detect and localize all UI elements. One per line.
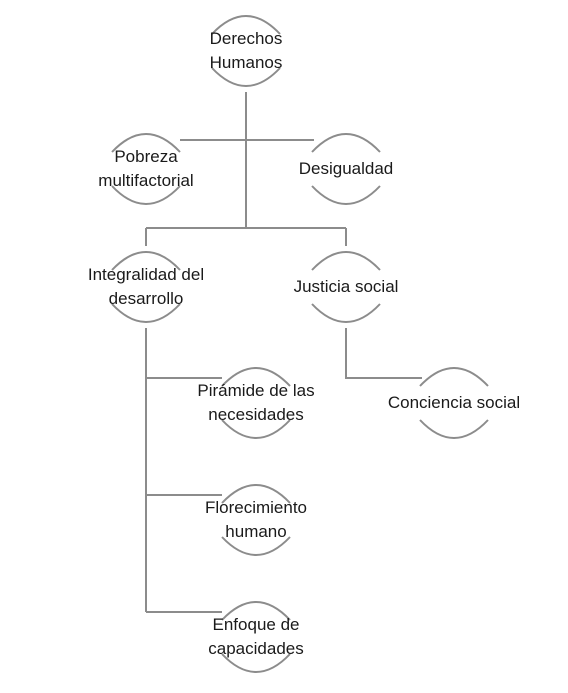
node-enfoque-label: Enfoque de capacidades <box>156 613 356 661</box>
node-piramide-line-1: Pirámide de las <box>197 381 315 400</box>
node-justicia-label: Justicia social <box>246 275 446 299</box>
node-pobreza-label: Pobreza multifactorial <box>46 145 246 193</box>
node-integralidad-bottom-arc <box>111 303 181 323</box>
node-pobreza-line-1: Pobreza <box>114 147 178 166</box>
node-pobreza-bottom-arc <box>111 185 181 205</box>
node-florecimiento-bottom-arc <box>221 536 291 556</box>
node-derechos-line-2: Humanos <box>209 53 283 72</box>
node-piramide-line-2: necesidades <box>208 405 304 424</box>
connector-justicia-conciencia <box>345 328 422 379</box>
node-arcs <box>111 15 489 673</box>
node-desigualdad-bottom-arc <box>311 185 381 205</box>
node-piramide-bottom-arc <box>221 419 291 439</box>
node-integralidad-label: Integralidad del desarrollo <box>46 263 246 311</box>
node-florecimiento-top-arc <box>221 484 291 504</box>
node-integralidad-top-arc <box>111 251 181 271</box>
node-derechos-bottom-arc <box>211 67 281 87</box>
node-integralidad-line-1: Integralidad del <box>87 265 205 284</box>
node-conciencia-line-1: Conciencia social <box>387 393 521 412</box>
node-florecimiento-line-1: Florecimiento <box>204 498 308 517</box>
node-justicia-line-1: Justicia social <box>293 277 399 296</box>
node-pobreza-line-2: multifactorial <box>98 171 194 190</box>
node-integralidad-line-2: desarrollo <box>108 289 184 308</box>
node-conciencia-bottom-arc <box>419 419 489 439</box>
node-justicia-bottom-arc <box>311 303 381 323</box>
node-desigualdad-line-1: Desigualdad <box>298 159 394 178</box>
connector-lines <box>145 92 422 613</box>
node-conciencia-label: Conciencia social <box>354 391 554 415</box>
node-enfoque-line-1: Enfoque de <box>212 615 300 634</box>
node-derechos-line-1: Derechos <box>209 29 283 48</box>
node-desigualdad-label: Desigualdad <box>246 157 446 181</box>
node-conciencia-top-arc <box>419 367 489 387</box>
node-enfoque-bottom-arc <box>221 653 291 673</box>
node-pobreza-top-arc <box>111 133 181 153</box>
node-enfoque-top-arc <box>221 601 291 621</box>
node-piramide-top-arc <box>221 367 291 387</box>
node-derechos-top-arc <box>211 15 281 35</box>
node-piramide-label: Pirámide de las necesidades <box>156 379 356 427</box>
node-justicia-top-arc <box>311 251 381 271</box>
node-desigualdad-top-arc <box>311 133 381 153</box>
node-enfoque-line-2: capacidades <box>208 639 304 658</box>
node-florecimiento-label: Florecimiento humano <box>156 496 356 544</box>
node-florecimiento-line-2: humano <box>225 522 287 541</box>
